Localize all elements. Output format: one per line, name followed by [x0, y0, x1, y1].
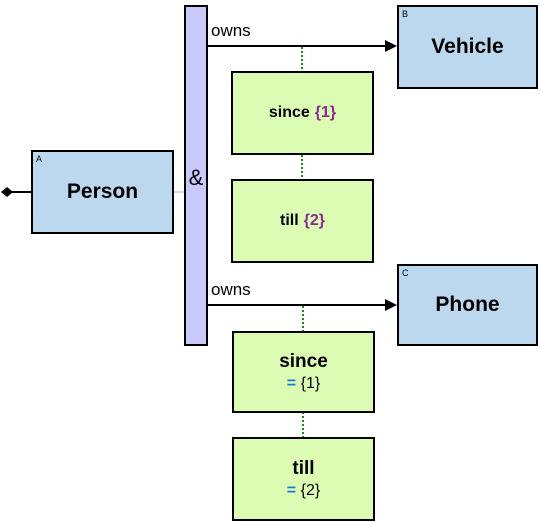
attribute-since-equals[interactable]: since = {1} [232, 331, 375, 413]
attribute-name: till [292, 458, 315, 479]
entity-tag: B [402, 9, 409, 19]
attribute-till-reference[interactable]: till {2} [231, 179, 374, 263]
entity-vehicle[interactable]: B Vehicle [397, 5, 538, 89]
conjunction-bar[interactable]: & [184, 5, 208, 346]
entity-person[interactable]: A Person [31, 150, 174, 234]
entity-tag: A [36, 154, 43, 164]
equals-sign: = [286, 375, 297, 392]
diamond-icon [1, 187, 13, 197]
entity-label: Phone [435, 293, 500, 316]
attribute-name: since [279, 351, 328, 372]
arrowhead-phone-icon [385, 299, 397, 311]
attribute-reference-value: {1} [314, 104, 337, 121]
entity-label: Person [66, 180, 139, 203]
entity-label: Vehicle [431, 35, 504, 58]
attribute-expression: = {1} [287, 375, 320, 393]
relation-verb-phone: owns [211, 280, 251, 299]
arrowhead-vehicle-icon [385, 40, 397, 52]
relation-verb-vehicle: owns [211, 21, 251, 40]
attribute-reference-value: {2} [303, 212, 326, 229]
conjunction-symbol: & [188, 165, 204, 190]
attribute-expression: = {2} [287, 482, 320, 500]
entity-tag: C [402, 268, 409, 278]
attribute-name: since [268, 104, 310, 121]
attribute-till-equals[interactable]: till = {2} [232, 437, 375, 521]
attribute-name: till [279, 212, 299, 229]
attribute-since-reference[interactable]: since {1} [231, 71, 374, 155]
entity-phone[interactable]: C Phone [397, 264, 538, 346]
attribute-value: {2} [300, 482, 321, 499]
equals-sign: = [286, 482, 297, 499]
attribute-value: {1} [300, 375, 321, 392]
